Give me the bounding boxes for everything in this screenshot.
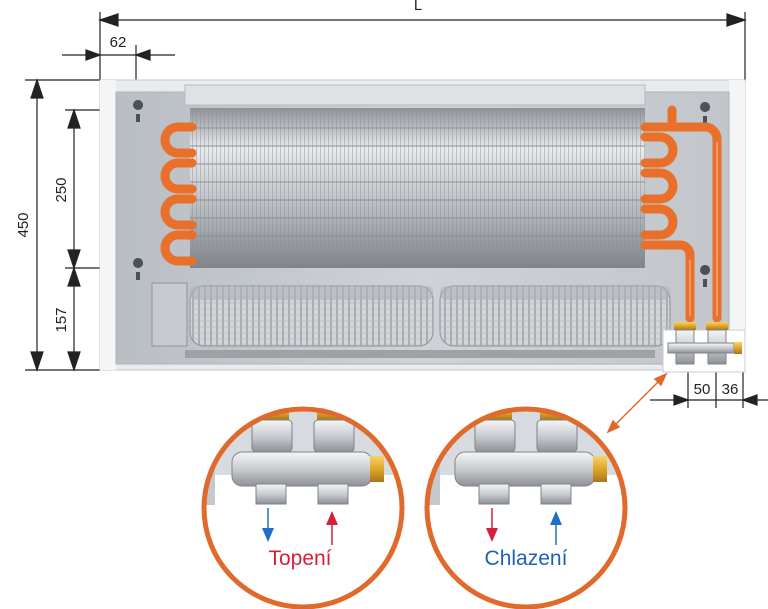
fan-section [151,282,671,358]
dimension-157 [67,266,81,372]
heating-label: Topení [268,547,331,570]
dimension-36-label: 36 [722,381,739,398]
dimension-157-label: 157 [53,307,70,332]
detail-ring [424,406,628,609]
arrow-down-icon [486,508,498,542]
dimension-250-label: 250 [53,177,70,202]
arrow-up-icon [326,511,338,545]
arrow-down-icon [262,508,274,542]
dimension-62-label: 62 [110,34,127,51]
detail-heating: Topení [201,406,405,609]
dimension-450-label: 450 [15,212,32,237]
dimension-50-label: 50 [694,381,711,398]
arrow-up-icon [550,511,562,545]
valve-block [662,322,746,373]
dimension-450 [25,78,100,372]
cooling-label: Chlazení [485,547,568,570]
heat-exchanger-coil [190,108,645,268]
detail-leader-line [606,372,668,434]
detail-cooling: Chlazení [424,406,628,609]
dimension-l [98,12,747,82]
copper-pipes [160,105,722,323]
detail-ring [201,406,405,609]
dimension-l-label: L [414,0,422,14]
mounting-hole-icon [133,100,711,287]
